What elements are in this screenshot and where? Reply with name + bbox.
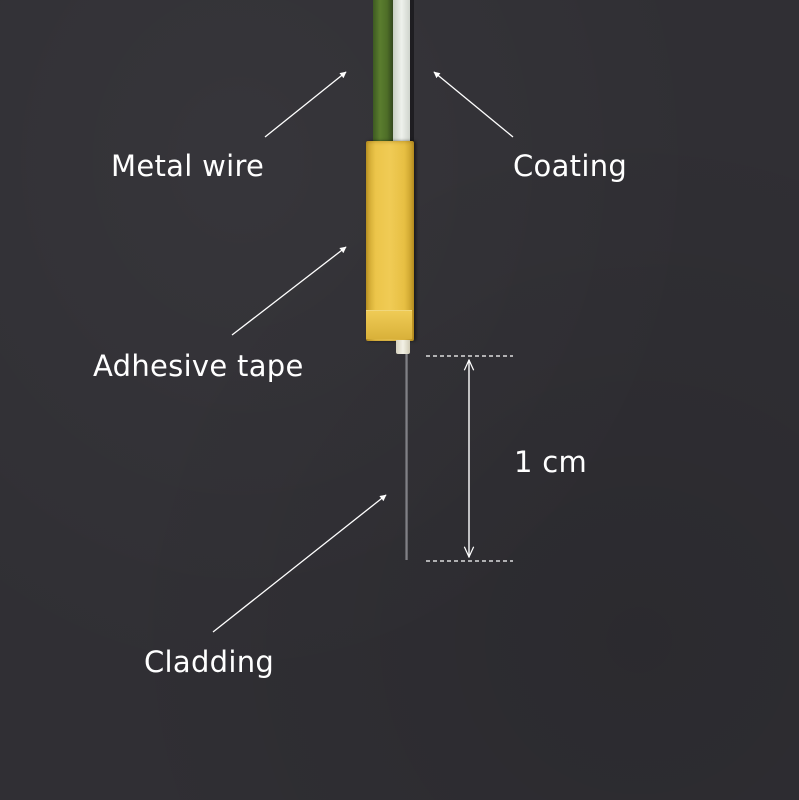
- wire-shadow: [410, 0, 414, 145]
- scale-label: 1 cm: [514, 445, 588, 479]
- adhesive-tape-fold: [366, 310, 412, 339]
- coating-stub: [396, 340, 410, 354]
- adhesive-tape-arrow: [231, 246, 347, 336]
- cladding-label: Cladding: [144, 645, 275, 679]
- cladding-arrow: [212, 494, 387, 633]
- adhesive-tape-label: Adhesive tape: [93, 349, 304, 383]
- metal-wire-label: Metal wire: [111, 149, 265, 183]
- coating-arrow: [433, 71, 514, 138]
- coating: [393, 0, 410, 145]
- coating-label: Coating: [513, 149, 628, 183]
- metal-wire-arrow: [264, 71, 347, 138]
- adhesive-tape: [366, 141, 414, 341]
- cladding-fiber: [405, 354, 408, 560]
- metal-wire: [373, 0, 393, 145]
